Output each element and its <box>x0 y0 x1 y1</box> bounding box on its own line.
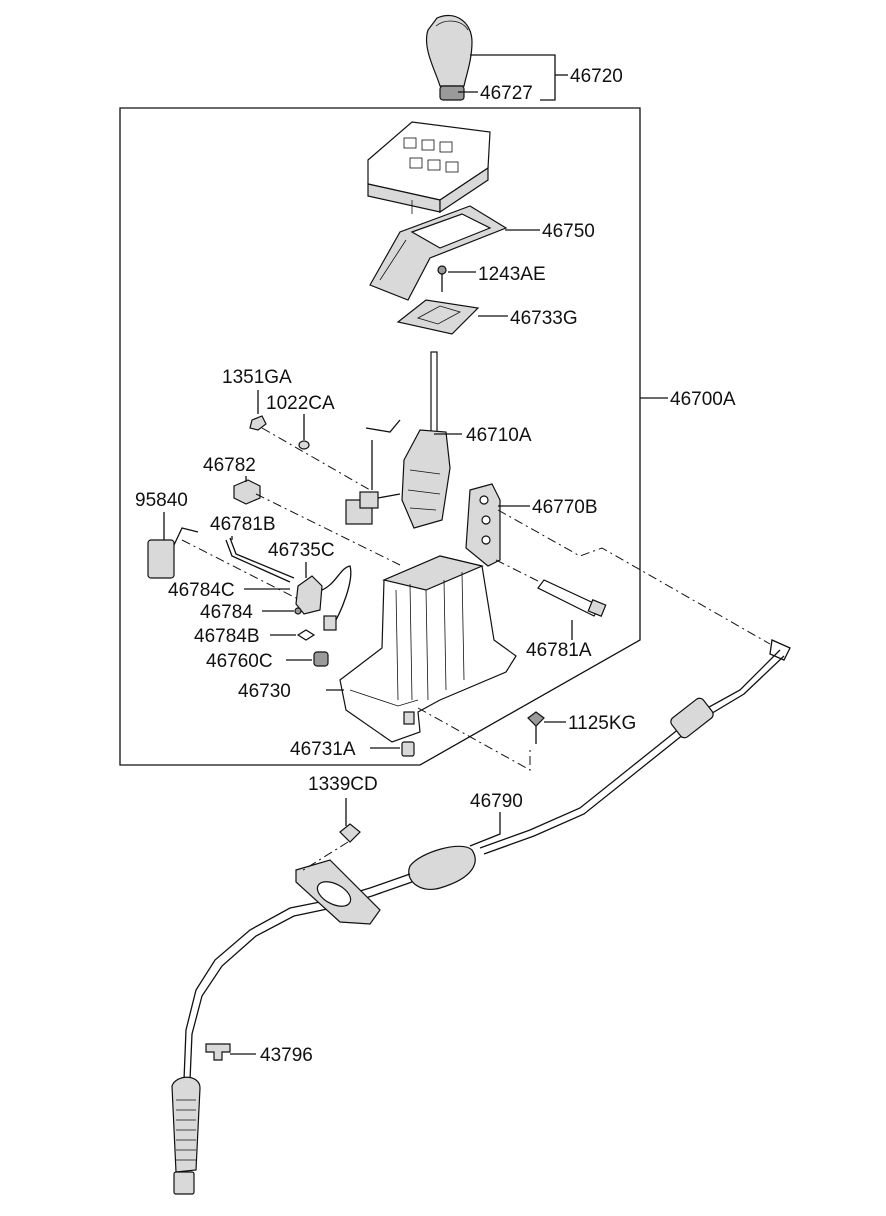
washer-1022CA <box>298 440 310 450</box>
part-46760C <box>313 651 329 667</box>
label-1351GA: 1351GA <box>222 367 292 388</box>
label-46782: 46782 <box>203 455 256 476</box>
label-1125KG: 1125KG <box>568 713 636 734</box>
label-46784C: 46784C <box>168 580 235 601</box>
switch-95840 <box>147 527 199 579</box>
dash-95840 <box>181 539 297 599</box>
pin-46784 <box>294 607 302 615</box>
label-46790: 46790 <box>470 791 523 812</box>
label-46700A: 46700A <box>670 389 736 410</box>
label-46731A: 46731A <box>290 739 356 760</box>
label-1243AE: 1243AE <box>478 264 546 285</box>
dash-46781A <box>495 559 541 583</box>
label-46727: 46727 <box>480 83 533 104</box>
dash-46782 <box>255 493 401 566</box>
label-46781A: 46781A <box>526 640 592 661</box>
label-46770B: 46770B <box>532 497 598 518</box>
label-46781B: 46781B <box>210 514 276 535</box>
label-46760C: 46760C <box>206 651 273 672</box>
label-46784B: 46784B <box>194 626 260 647</box>
clip-46784B <box>296 629 316 641</box>
base-46730 <box>339 555 517 743</box>
clip-1339CD <box>339 823 361 843</box>
label-46735C: 46735C <box>268 540 335 561</box>
cover-46750 <box>369 205 508 301</box>
bracket-46770B <box>465 483 501 567</box>
plate-46733G <box>396 299 480 335</box>
bolt-46781A <box>537 579 607 617</box>
label-46730: 46730 <box>238 681 291 702</box>
indicator-bezel <box>367 121 491 214</box>
screw-1243AE <box>437 265 447 292</box>
cable-46790 <box>171 639 791 1195</box>
nut-1351GA <box>249 415 267 431</box>
leader-46720 <box>470 54 556 101</box>
assembly-boundary <box>119 107 641 766</box>
solenoid-46735C <box>295 565 352 631</box>
bolt-1125KG <box>527 711 545 744</box>
label-46750: 46750 <box>542 221 595 242</box>
lever-46710A <box>345 351 451 529</box>
label-46710A: 46710A <box>466 425 532 446</box>
dash-washer <box>261 427 371 491</box>
label-95840: 95840 <box>135 490 188 511</box>
label-1339CD: 1339CD <box>308 774 378 795</box>
label-43796: 43796 <box>260 1045 313 1066</box>
dash-cable-end <box>497 509 771 645</box>
leader-46790 <box>469 812 501 847</box>
part-46782 <box>233 479 261 505</box>
dash-1125KG <box>417 707 531 771</box>
clip-43796 <box>205 1043 231 1061</box>
label-46733G: 46733G <box>510 308 578 329</box>
pin-46781B <box>225 537 295 583</box>
label-46720: 46720 <box>570 66 623 87</box>
shift-knob <box>426 14 473 101</box>
label-46784: 46784 <box>200 602 253 623</box>
label-1022CA: 1022CA <box>266 393 335 414</box>
part-46731A <box>401 741 415 757</box>
